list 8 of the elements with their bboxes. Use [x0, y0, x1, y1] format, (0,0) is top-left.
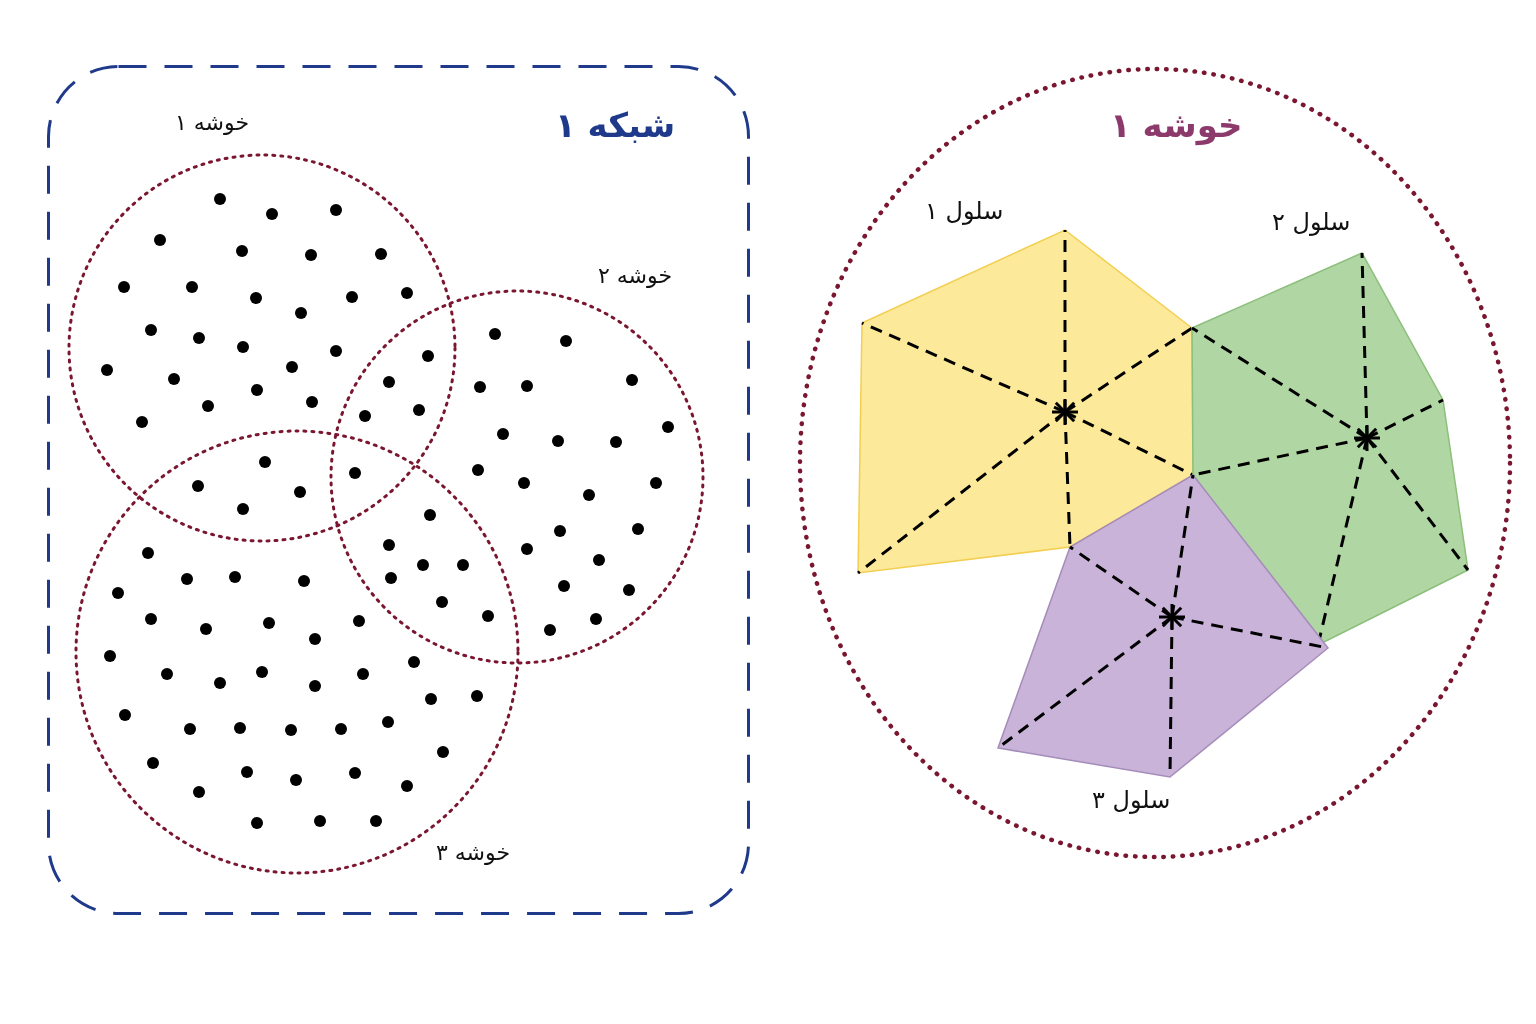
cell-label: سلول ۱	[925, 197, 1004, 226]
cluster-title: خوشه ۱	[1110, 105, 1243, 146]
network-title: شبکه ۱	[555, 105, 676, 146]
cluster-label: خوشه ۳	[436, 840, 510, 867]
cluster-label: خوشه ۱	[175, 110, 249, 137]
cell-label: سلول ۲	[1272, 208, 1351, 237]
cell-label: سلول ۳	[1092, 786, 1171, 815]
cluster-label: خوشه ۲	[598, 263, 672, 290]
